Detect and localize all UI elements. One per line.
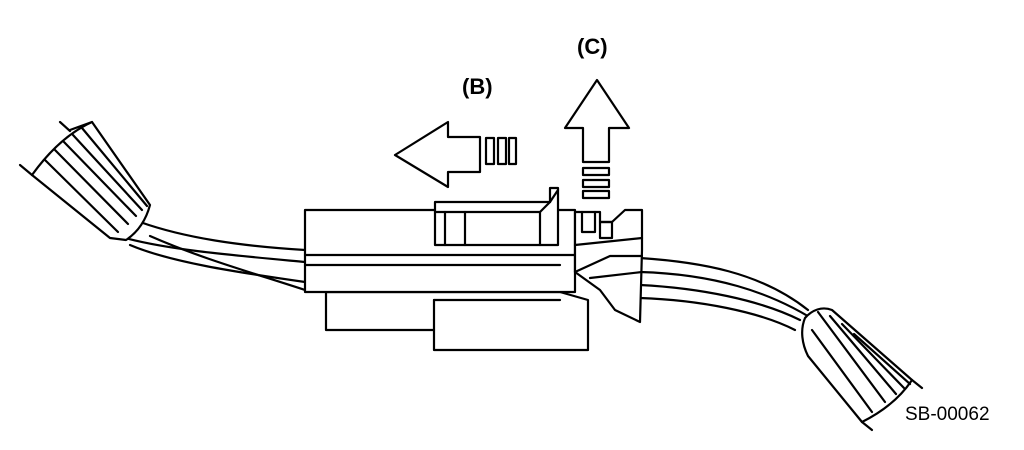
connector-latch — [573, 208, 644, 324]
label-c: (C) — [577, 34, 608, 59]
left-wire-harness — [18, 120, 307, 292]
arrow-b-left — [393, 120, 518, 189]
upper-connector-housing — [303, 186, 577, 294]
lower-connector-housing — [324, 290, 590, 352]
label-b: (B) — [462, 74, 493, 99]
figure-code: SB-00062 — [905, 404, 990, 425]
arrow-c-up — [563, 78, 631, 200]
right-wire-harness — [638, 256, 924, 432]
